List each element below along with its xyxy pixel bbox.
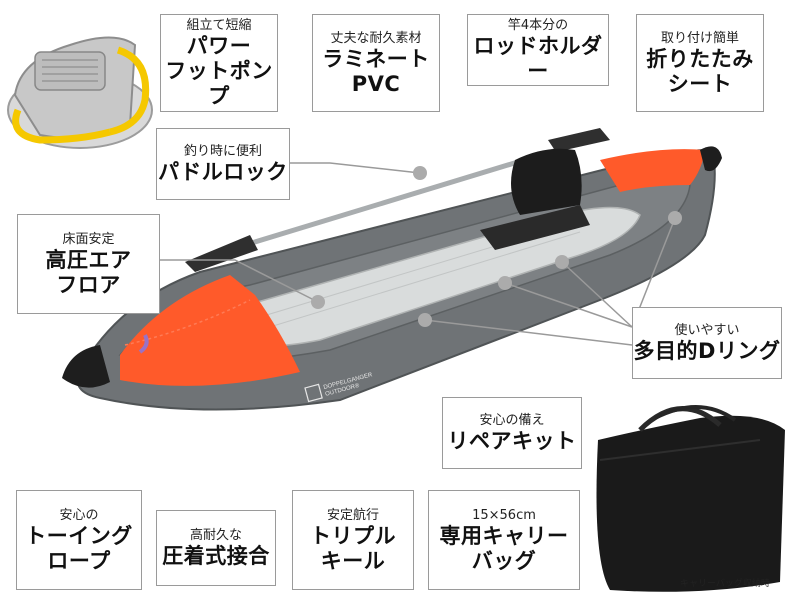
label-d-ring: 使いやすい 多目的Dリング <box>632 307 782 379</box>
label-towing-rope: 安心の トーイング ロープ <box>16 490 142 590</box>
label-rod-holder: 竿4本分の ロッドホルダー <box>467 14 609 86</box>
label-keel-small: 安定航行 <box>326 507 379 523</box>
label-seat: 取り付け簡単 折りたたみ シート <box>636 14 764 112</box>
label-repair-kit-small: 安心の備え <box>479 413 545 428</box>
label-carry-bag: 15×56cm 専用キャリー バッグ <box>428 490 580 590</box>
label-keel-line1: トリプル <box>310 523 396 548</box>
label-rod-holder-line1: ロッドホルダー <box>473 33 603 83</box>
label-towing-rope-line2: ロープ <box>47 548 111 573</box>
carry-bag-caption: キャリーバッグ収納時 <box>680 579 770 589</box>
label-paddle-lock: 釣り時に便利 パドルロック <box>156 128 290 200</box>
label-seat-line2: シート <box>667 71 733 96</box>
label-joint-small: 高耐久な <box>189 528 242 543</box>
label-air-floor-small: 床面安定 <box>62 231 115 247</box>
label-carry-bag-line1: 専用キャリー <box>439 523 569 548</box>
label-material-line1: ラミネート <box>322 46 430 71</box>
label-rod-holder-small: 竿4本分の <box>507 17 569 33</box>
label-foot-pump: 組立て短縮 パワー フットポンプ <box>160 14 278 112</box>
label-paddle-lock-small: 釣り時に便利 <box>183 144 262 159</box>
label-material-line2: PVC <box>351 71 401 96</box>
label-seat-line1: 折りたたみ <box>646 46 754 71</box>
label-carry-bag-line2: バッグ <box>471 548 537 573</box>
label-paddle-lock-line1: パドルロック <box>158 160 288 184</box>
label-joint-line1: 圧着式接合 <box>162 544 270 568</box>
label-carry-bag-small: 15×56cm <box>472 507 536 523</box>
label-keel: 安定航行 トリプル キール <box>292 490 414 590</box>
label-air-floor-line1: 高圧エア <box>45 247 132 272</box>
label-seat-small: 取り付け簡単 <box>660 30 739 46</box>
label-towing-rope-line1: トーイング <box>25 523 133 548</box>
label-keel-line2: キール <box>320 548 386 573</box>
label-repair-kit-line1: リペアキット <box>447 429 577 453</box>
pointer-dots <box>311 166 682 327</box>
label-material-small: 丈夫な耐久素材 <box>330 30 422 46</box>
label-joint: 高耐久な 圧着式接合 <box>156 510 276 586</box>
label-d-ring-small: 使いやすい <box>674 323 740 338</box>
label-material: 丈夫な耐久素材 ラミネート PVC <box>312 14 440 112</box>
label-repair-kit: 安心の備え リペアキット <box>442 397 582 469</box>
label-foot-pump-line2: フットポンプ <box>165 59 273 108</box>
label-towing-rope-small: 安心の <box>59 507 99 523</box>
label-d-ring-line1: 多目的Dリング <box>633 339 781 363</box>
label-foot-pump-line1: パワー <box>186 34 252 58</box>
label-air-floor-line2: フロア <box>56 272 121 297</box>
label-air-floor: 床面安定 高圧エア フロア <box>17 214 160 314</box>
carry-bag <box>596 405 785 592</box>
kayak: DOPPELGANGER OUTDOOR® <box>62 146 722 411</box>
foot-pump <box>7 36 153 149</box>
label-foot-pump-small: 組立て短縮 <box>186 18 252 33</box>
